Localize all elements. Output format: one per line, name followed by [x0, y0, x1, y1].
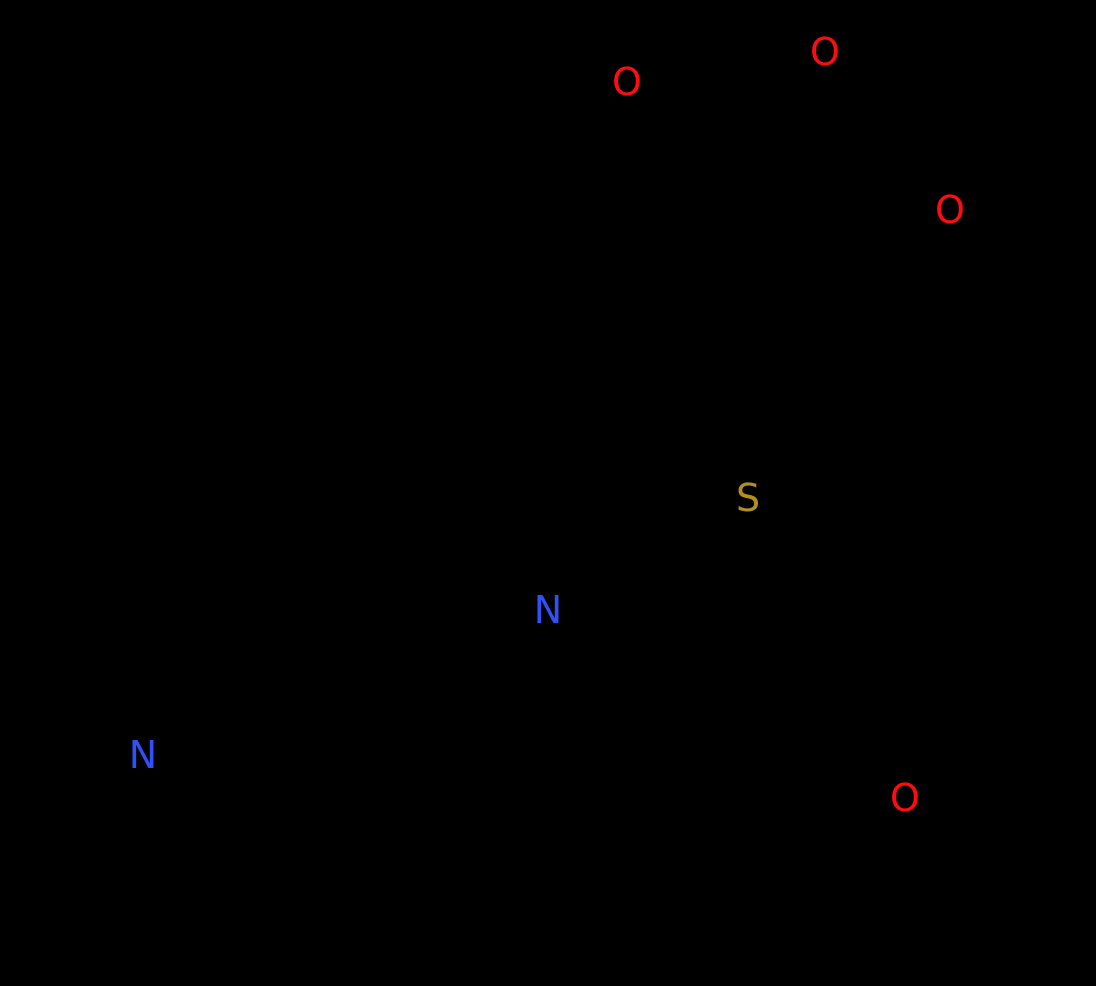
atom-nitrogen: N [128, 733, 158, 777]
atom-nitrogen: N [533, 588, 563, 632]
atom-oxygen: O [935, 188, 965, 232]
atom-oxygen: O [810, 30, 840, 74]
atom-sulfur: S [735, 476, 761, 520]
atom-oxygen: O [890, 776, 920, 820]
atom-oxygen: O [612, 60, 642, 104]
